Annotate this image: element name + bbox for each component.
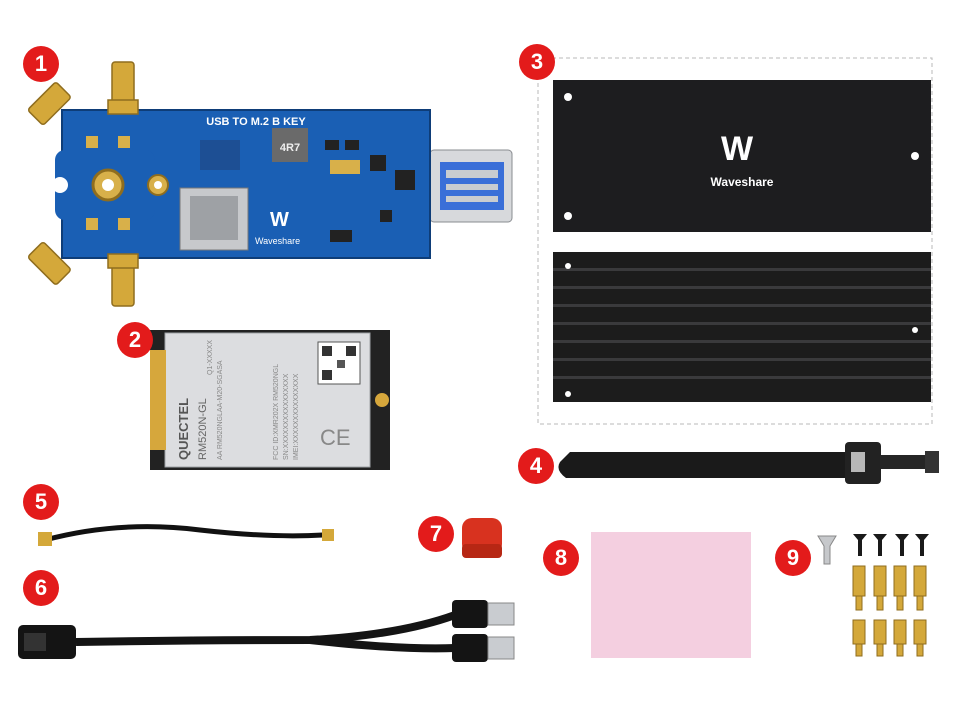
board-title: USB TO M.2 B KEY: [206, 116, 306, 128]
usb-y-cable: [18, 600, 515, 662]
ce-mark: CE: [320, 425, 351, 450]
m2-5g-module: QUECTEL RM520N-GL AA RM520NGLAA-M20-SGAS…: [150, 330, 390, 470]
module-date-code: Q1-XXXXX: [207, 340, 214, 375]
antenna: [558, 442, 939, 484]
board-brand: Waveshare: [255, 236, 300, 246]
badge-1: 1: [23, 46, 59, 82]
badge-2: 2: [117, 322, 153, 358]
module-line-1: AA RM520NGLAA-M20-SGASA: [217, 360, 224, 460]
usb-to-m2-adapter-board: 4R7 USB TO M.2 B KEY W Waveshare: [27, 61, 513, 307]
case-dashed-outline: [537, 57, 933, 425]
badge-4: 4: [518, 448, 554, 484]
module-line-4: IMEI:XXXXXXXXXXXXXXX: [293, 373, 300, 460]
badge-6: 6: [23, 570, 59, 606]
badge-7: 7: [418, 516, 454, 552]
badge-9: 9: [775, 540, 811, 576]
inductor-mark: 4R7: [280, 142, 300, 154]
thermal-pad: [591, 532, 751, 658]
case-heatsink: [553, 252, 931, 402]
case-logo-icon: W: [721, 130, 754, 168]
case-brand: Waveshare: [711, 175, 774, 189]
module-line-2: FCC ID:XMR202X RM520NGL: [273, 364, 280, 460]
badge-5: 5: [23, 484, 59, 520]
ipex-cable: [38, 524, 334, 546]
badge-3: 3: [519, 44, 555, 80]
module-brand: QUECTEL: [176, 398, 191, 460]
module-model: RM520N-GL: [197, 398, 209, 460]
badge-8: 8: [543, 540, 579, 576]
board-logo-icon: W: [270, 209, 289, 231]
case-top-cover: W Waveshare: [553, 80, 931, 232]
screws-and-standoffs: [817, 534, 929, 657]
module-line-3: SN:XXXXXXXXXXXXXXXX: [283, 373, 290, 460]
red-sma-cap: [462, 518, 502, 558]
